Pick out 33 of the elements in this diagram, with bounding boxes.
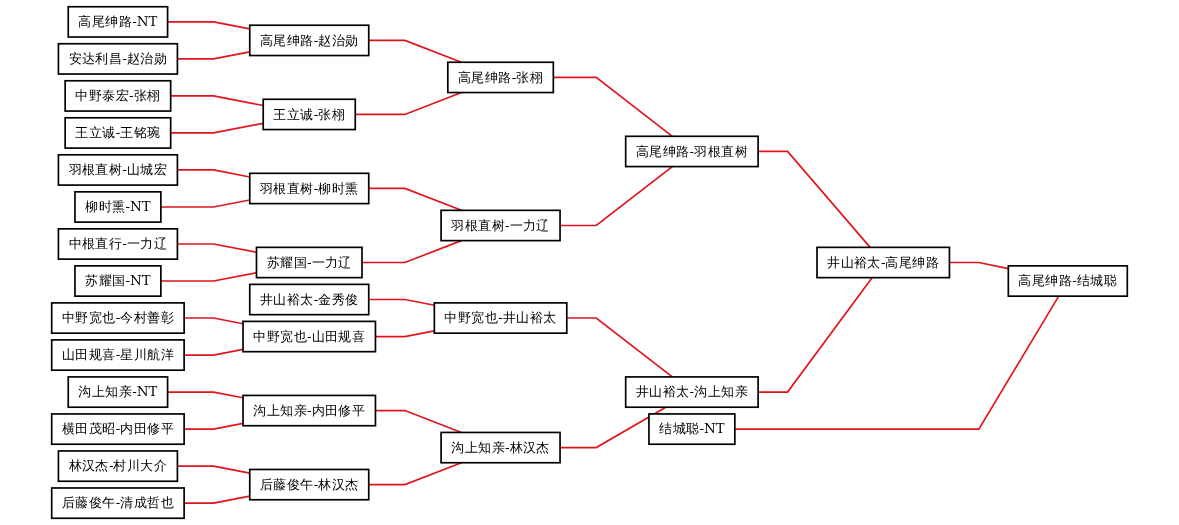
bracket-line [734,295,1060,430]
match-box: 后藤俊午-清成哲也 [50,487,185,520]
match-box: 高尾绅路-张栩 [446,61,555,94]
match-box: 高尾绅路-羽根直树 [624,135,759,168]
match-box: 高尾绅路-结城聪 [1007,265,1129,297]
match-box: 高尾绅路-NT [67,5,169,38]
match-box: 羽根直树-一力辽 [440,209,561,242]
match-box: 井山裕太-金秀俊 [248,283,370,316]
match-box: 中野泰宏-张栩 [64,79,172,112]
match-box: 结城聪-NT [648,413,736,446]
match-box: 中根直行-一力辽 [57,228,179,260]
match-box: 井山裕太-沟上知亲 [624,376,759,409]
match-box: 苏耀国-一力辽 [255,246,363,279]
match-box: 井山裕太-高尾绅路 [816,246,951,279]
match-box: 沟上知亲-NT [67,376,169,409]
match-box: 高尾绅路-赵治勋 [248,24,370,57]
match-box: 林汉杰-村川大介 [57,450,179,483]
match-box: 中野宽也-井山裕太 [433,302,568,334]
match-box: 横田茂昭-内田修平 [50,413,185,446]
match-box: 安达利昌-赵治勋 [57,42,179,75]
match-box: 后藤俊午-林汉杰 [248,468,370,501]
match-box: 山田规喜-星川航洋 [50,339,185,372]
match-box: 王立诚-张栩 [262,98,357,131]
match-box: 苏耀国-NT [74,265,162,297]
match-box: 沟上知亲-内田修平 [242,394,377,427]
bracket-line [361,239,463,264]
match-box: 中野宽也-今村善彰 [50,302,185,334]
match-box: 中野宽也-山田规喜 [242,320,377,353]
match-box: 王立诚-王铭琬 [64,116,172,149]
match-box: 柳时熏-NT [74,191,162,223]
match-box: 羽根直树-柳时熏 [248,172,370,205]
match-box: 羽根直树-山城宏 [57,153,179,186]
match-box: 沟上知亲-林汉杰 [440,431,561,464]
